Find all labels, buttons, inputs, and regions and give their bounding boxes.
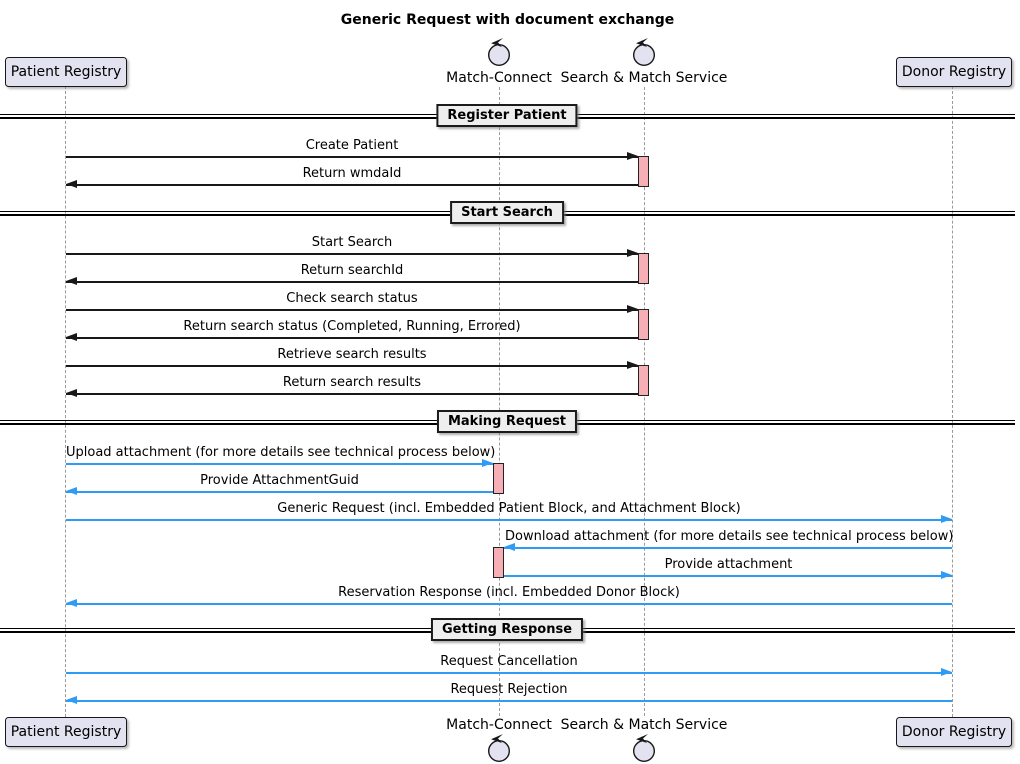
message-line	[66, 253, 638, 255]
participant-label: Donor Registry	[901, 64, 1007, 80]
arrowhead-icon	[66, 696, 77, 704]
participant-label: Search & Match Service	[560, 70, 728, 86]
message-line	[66, 337, 638, 339]
arrowhead-icon	[66, 277, 77, 285]
participant-donor-registry-bottom: Donor Registry	[896, 717, 1012, 747]
participant-patient-registry-top: Patient Registry	[5, 57, 127, 87]
message-line	[66, 393, 638, 395]
message-label: Return searchId	[300, 263, 404, 278]
message-line	[66, 309, 638, 311]
message-line	[66, 365, 638, 367]
lifeline-match-connect	[498, 87, 500, 716]
lifeline-patient-registry	[64, 86, 66, 717]
message-label: Request Rejection	[450, 682, 568, 697]
activation-bar	[638, 364, 649, 396]
message-label: Create Patient	[305, 138, 399, 153]
participant-donor-registry-top: Donor Registry	[896, 57, 1012, 87]
arrowhead-icon	[66, 389, 77, 397]
message-line	[66, 603, 952, 605]
message-line	[504, 547, 952, 549]
lifeline-search-match-service	[643, 87, 645, 716]
divider-register-patient: Register Patient	[436, 104, 578, 127]
message-line	[66, 700, 952, 702]
message-line	[504, 575, 952, 577]
activation-bar	[493, 462, 504, 494]
activation-bar	[638, 252, 649, 284]
divider-start-search: Start Search	[450, 201, 564, 224]
message-label: Request Cancellation	[440, 654, 578, 669]
arrowhead-icon	[66, 599, 77, 607]
message-label: Start Search	[311, 235, 393, 250]
message-line	[66, 184, 638, 186]
control-icon-match-connect-top	[487, 38, 511, 67]
message-line	[66, 156, 638, 158]
diagram-title: Generic Request with document exchange	[340, 12, 675, 28]
message-label: Provide AttachmentGuid	[200, 473, 359, 488]
arrowhead-icon	[66, 180, 77, 188]
message-line	[66, 519, 952, 521]
participant-label: Match-Connect	[446, 717, 552, 733]
participant-label: Donor Registry	[901, 724, 1007, 740]
arrowhead-icon	[941, 571, 952, 579]
participant-label: Match-Connect	[446, 70, 552, 86]
lifeline-donor-registry	[951, 86, 953, 717]
control-icon-search-match-bottom	[632, 734, 656, 763]
arrowhead-icon	[627, 361, 638, 369]
activation-bar	[493, 546, 504, 578]
activation-bar	[638, 308, 649, 340]
message-label: Provide attachment	[664, 557, 793, 572]
arrowhead-icon	[941, 515, 952, 523]
arrowhead-icon	[482, 459, 493, 467]
arrowhead-icon	[66, 333, 77, 341]
message-label: Upload attachment (for more details see …	[66, 445, 496, 460]
message-label: Return search status (Completed, Running…	[183, 319, 521, 334]
participant-label: Search & Match Service	[560, 717, 728, 733]
participant-match-connect-bottom: Match-Connect	[446, 717, 552, 733]
activation-bar	[638, 155, 649, 187]
message-label: Reservation Response (incl. Embedded Don…	[338, 585, 680, 600]
divider-getting-response: Getting Response	[430, 618, 584, 641]
message-label: Check search status	[286, 291, 418, 306]
message-line	[66, 463, 493, 465]
participant-label: Patient Registry	[10, 724, 122, 740]
message-line	[66, 491, 493, 493]
message-label: Return wmdaId	[302, 166, 402, 181]
message-line	[66, 281, 638, 283]
participant-patient-registry-bottom: Patient Registry	[5, 717, 127, 747]
message-label: Download attachment (for more details se…	[505, 529, 954, 544]
message-label: Retrieve search results	[277, 347, 427, 362]
arrowhead-icon	[66, 487, 77, 495]
control-icon-match-connect-bottom	[487, 734, 511, 763]
message-label: Generic Request (incl. Embedded Patient …	[277, 501, 741, 516]
arrowhead-icon	[627, 305, 638, 313]
participant-match-connect-top: Match-Connect	[446, 70, 552, 86]
message-label: Return search results	[282, 375, 422, 390]
arrowhead-icon	[627, 249, 638, 257]
control-icon-search-match-top	[632, 38, 656, 67]
message-line	[66, 672, 952, 674]
participant-search-match-bottom: Search & Match Service	[561, 717, 728, 733]
arrowhead-icon	[504, 543, 515, 551]
arrowhead-icon	[627, 152, 638, 160]
participant-search-match-top: Search & Match Service	[561, 70, 728, 86]
participant-label: Patient Registry	[10, 64, 122, 80]
arrowhead-icon	[941, 668, 952, 676]
divider-making-request: Making Request	[436, 410, 578, 433]
